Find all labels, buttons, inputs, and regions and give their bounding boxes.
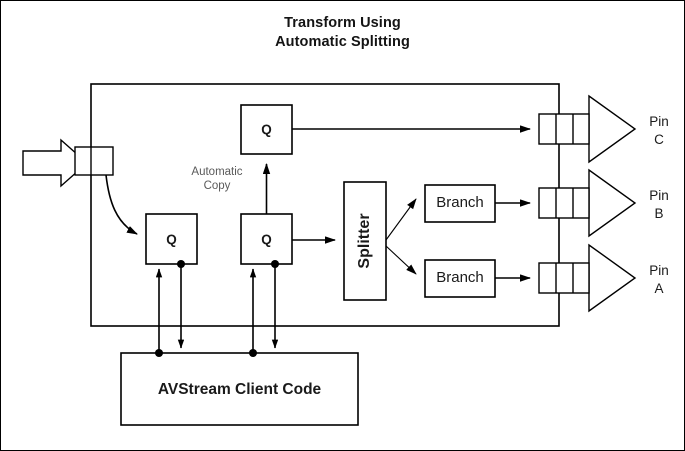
branch-lower-box — [424, 259, 496, 298]
splitter-box — [343, 181, 387, 301]
pin-b-label-line-1: Pin — [649, 188, 669, 203]
pin-c-label-line-2: C — [654, 132, 664, 147]
queue-mid-box — [240, 213, 293, 265]
pin-a-label-line-2: A — [654, 281, 664, 296]
output-pin-b-shape — [538, 168, 637, 238]
input-pin-box — [74, 146, 114, 176]
pin-c-label: Pin C — [642, 113, 676, 149]
automatic-copy-annotation: Automatic Copy — [183, 165, 251, 193]
splitter-to-branch-upper-connector — [385, 198, 417, 241]
automatic-copy-line-2: Copy — [203, 180, 231, 192]
branch-upper-box — [424, 184, 496, 223]
pin-a-label-line-1: Pin — [649, 263, 669, 278]
input-pin-arrow-shape — [22, 138, 89, 188]
automatic-copy-line-1: Automatic — [191, 166, 243, 178]
splitter-to-branch-lower-connector — [385, 245, 417, 275]
diagram-title-line-1: Transform Using — [284, 15, 401, 31]
output-pin-a-shape — [538, 243, 637, 313]
pin-a-label: Pin A — [642, 262, 676, 298]
client-to-queue-mid-junction-dot — [249, 349, 257, 357]
input-to-queue-left-connector — [105, 174, 138, 235]
pin-b-label-line-2: B — [654, 206, 664, 221]
queue-top-box — [240, 104, 293, 155]
pin-c-label-line-1: Pin — [649, 114, 669, 129]
avstream-client-code-box — [120, 352, 359, 426]
queue-left-to-client-junction-dot — [177, 260, 185, 268]
pin-b-label: Pin B — [642, 187, 676, 223]
queue-left-box — [145, 213, 198, 265]
queue-mid-to-client-junction-dot — [271, 260, 279, 268]
diagram-title-line-2: Automatic Splitting — [275, 34, 410, 50]
output-pin-c-shape — [538, 94, 637, 164]
client-to-queue-left-junction-dot — [155, 349, 163, 357]
